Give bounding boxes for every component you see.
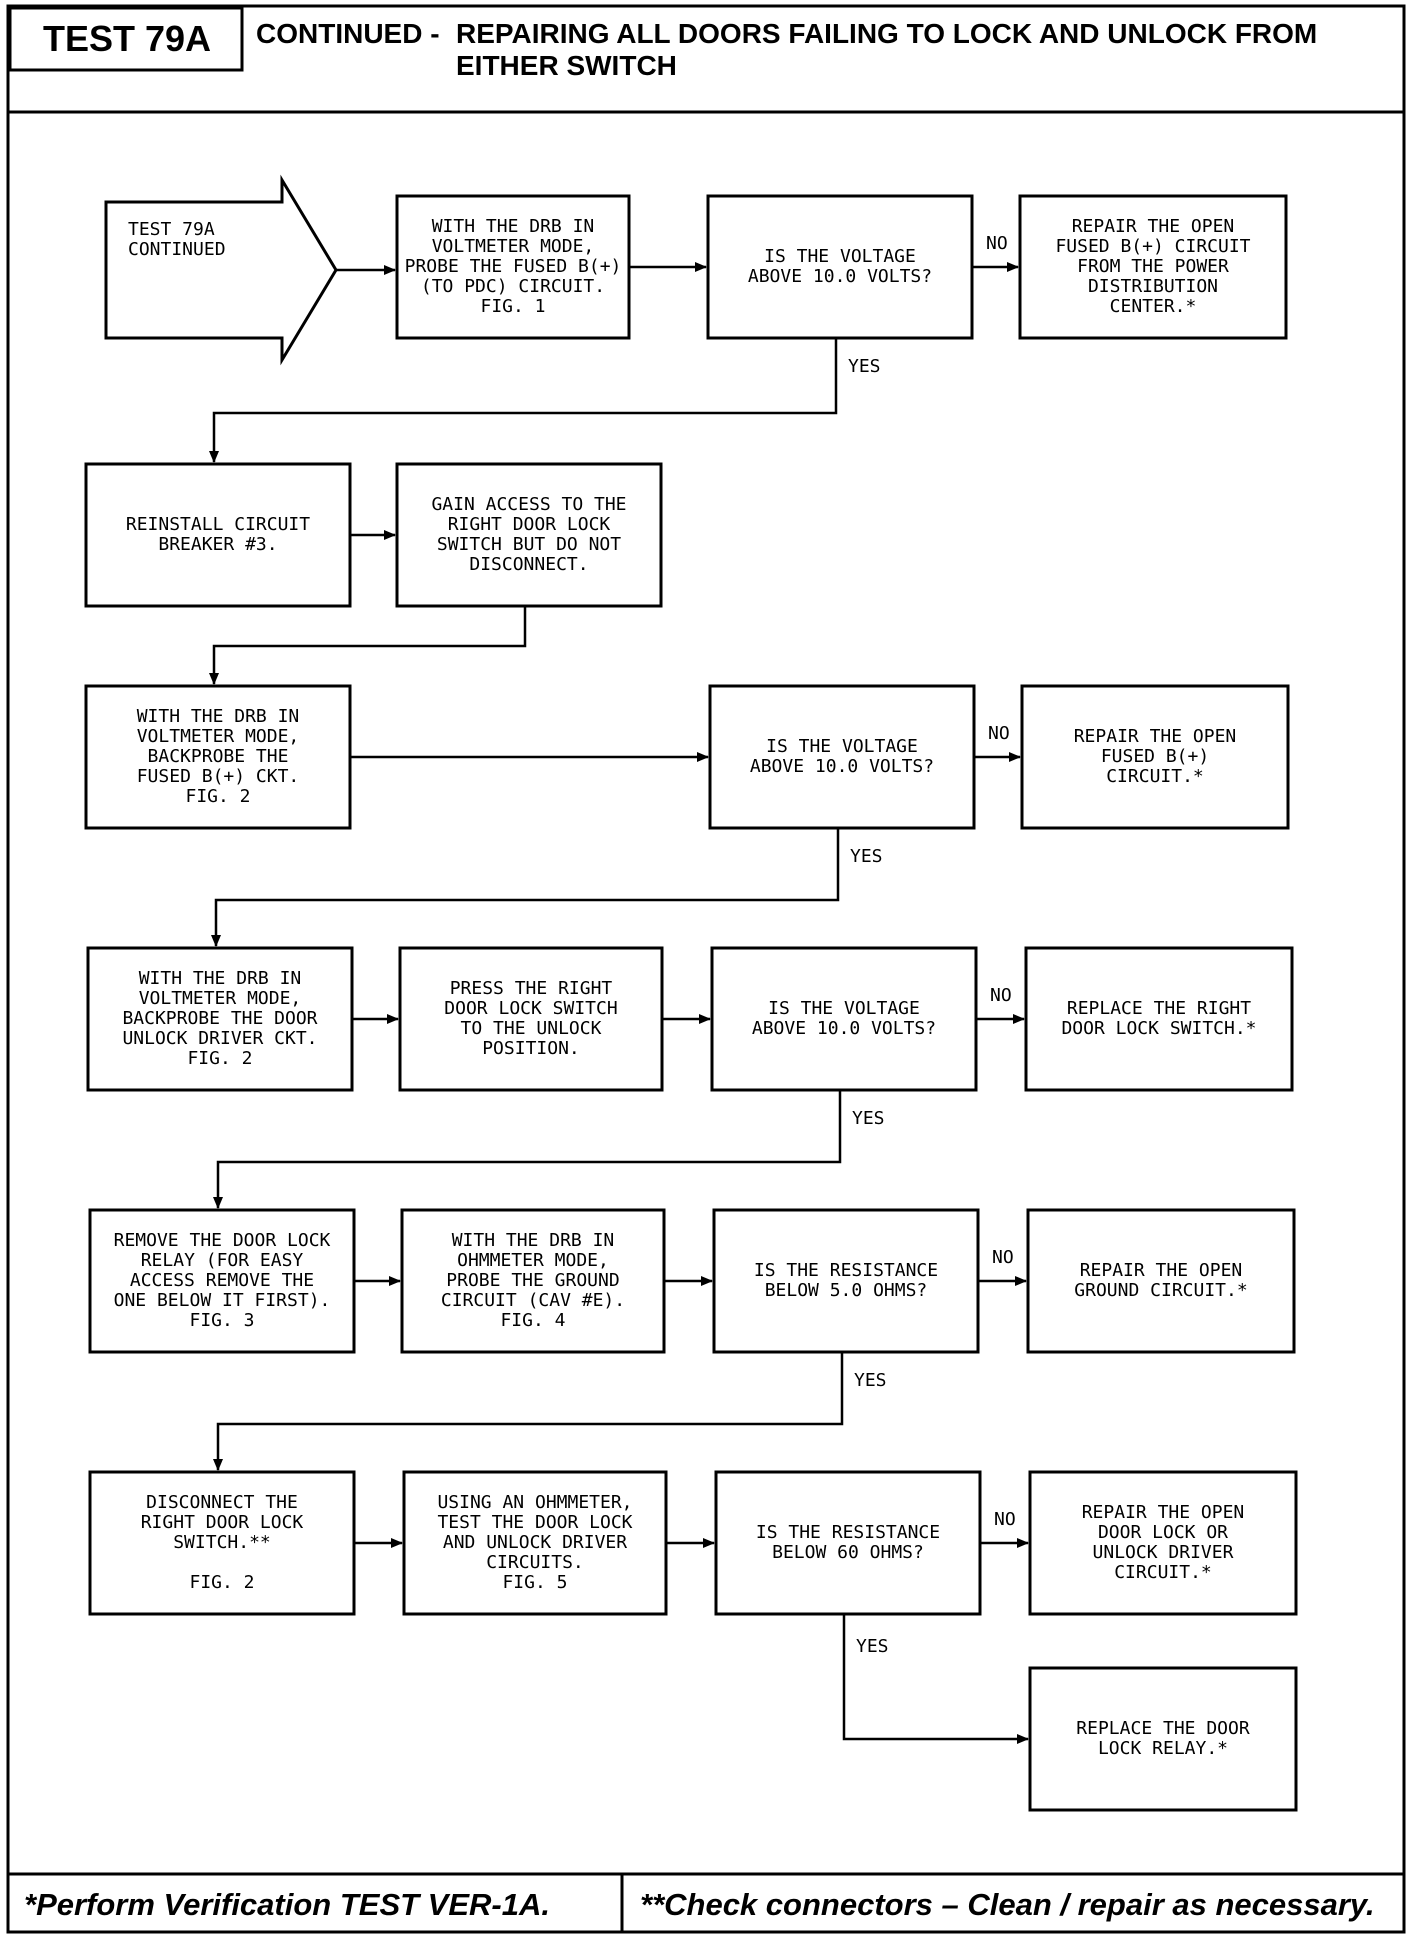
- flow-box-label: REPAIR THE OPEN FUSED B(+) CIRCUIT FROM …: [1055, 216, 1251, 317]
- flow-box-label: IS THE VOLTAGE ABOVE 10.0 VOLTS?: [751, 998, 937, 1039]
- flow-box-label: IS THE VOLTAGE ABOVE 10.0 VOLTS?: [749, 736, 935, 777]
- edge-label-no: NO: [992, 1247, 1014, 1268]
- flow-box-label: REPLACE THE DOOR LOCK RELAY.*: [1076, 1718, 1250, 1759]
- footnote-connectors: **Check connectors – Clean / repair as n…: [640, 1887, 1375, 1922]
- title-text: REPAIRING ALL DOORS FAILING TO LOCK AND …: [456, 18, 1318, 81]
- flow-box-label: USING AN OHMMETER, TEST THE DOOR LOCK AN…: [437, 1492, 633, 1593]
- edge-q-resistance-2-to-replace-relay: [842, 1614, 1029, 1744]
- edge-label-yes: YES: [850, 846, 883, 867]
- edge-label-no: NO: [988, 723, 1010, 744]
- flow-box-label: REPLACE THE RIGHT DOOR LOCK SWITCH.*: [1061, 998, 1257, 1039]
- flow-box-replace-switch: [1024, 946, 1294, 1092]
- flow-box-label: WITH THE DRB IN VOLTMETER MODE, BACKPROB…: [122, 968, 318, 1069]
- edge-q-voltage-3-to-remove-relay: [213, 1090, 842, 1209]
- edge-label-yes: YES: [852, 1108, 885, 1129]
- flow-box-label: REPAIR THE OPEN GROUND CIRCUIT.*: [1074, 1260, 1248, 1301]
- start-label: TEST 79A CONTINUED: [128, 219, 226, 260]
- edge-label-no: NO: [994, 1509, 1016, 1530]
- footnote-verification: *Perform Verification TEST VER-1A.: [24, 1887, 550, 1922]
- edge-q-voltage-2-to-backprobe-unlock: [211, 828, 840, 947]
- flow-box-label: WITH THE DRB IN VOLTMETER MODE, PROBE TH…: [404, 216, 622, 317]
- flow-box-label: REINSTALL CIRCUIT BREAKER #3.: [125, 514, 311, 555]
- flow-box-label: IS THE RESISTANCE BELOW 5.0 OHMS?: [753, 1260, 939, 1301]
- flow-box-label: IS THE VOLTAGE ABOVE 10.0 VOLTS?: [747, 246, 933, 287]
- flow-box-label: REPAIR THE OPEN FUSED B(+) CIRCUIT.*: [1073, 726, 1237, 787]
- title-prefix: CONTINUED -: [256, 18, 440, 49]
- flow-box-gain-access: [395, 462, 663, 608]
- flow-box-replace-relay: [1028, 1666, 1298, 1812]
- flow-box-label: REPAIR THE OPEN DOOR LOCK OR UNLOCK DRIV…: [1081, 1502, 1245, 1583]
- flow-box-label: WITH THE DRB IN OHMMETER MODE, PROBE THE…: [440, 1230, 626, 1331]
- flowchart: [84, 174, 1298, 1812]
- edge-label-yes: YES: [856, 1636, 889, 1657]
- edge-label-no: NO: [986, 233, 1008, 254]
- page-title: CONTINUED - REPAIRING ALL DOORS FAILING …: [256, 18, 1396, 88]
- edge-label-no: NO: [990, 985, 1012, 1006]
- edge-q-voltage-1-to-reinstall-breaker: [209, 338, 838, 463]
- edge-label-yes: YES: [848, 356, 881, 377]
- edge-label-yes: YES: [854, 1370, 887, 1391]
- flow-box-label: IS THE RESISTANCE BELOW 60 OHMS?: [755, 1522, 941, 1563]
- flow-box-repair-driver: [1028, 1470, 1298, 1616]
- flow-box-repair-fused-pdc: [1018, 194, 1288, 340]
- flow-box-label: DISCONNECT THE RIGHT DOOR LOCK SWITCH.**…: [140, 1492, 304, 1593]
- flow-box-label: PRESS THE RIGHT DOOR LOCK SWITCH TO THE …: [444, 978, 618, 1059]
- edge-gain-access-to-backprobe-fused: [209, 606, 527, 685]
- flow-box-label: WITH THE DRB IN VOLTMETER MODE, BACKPROB…: [136, 706, 300, 807]
- test-number: TEST 79A: [42, 18, 212, 59]
- flow-box-repair-fused: [1020, 684, 1290, 830]
- edge-q-resistance-1-to-disconnect-switch: [213, 1352, 844, 1471]
- flow-box-label: REMOVE THE DOOR LOCK RELAY (FOR EASY ACC…: [113, 1230, 331, 1331]
- flow-box-repair-ground: [1026, 1208, 1296, 1354]
- flow-box-label: GAIN ACCESS TO THE RIGHT DOOR LOCK SWITC…: [431, 494, 627, 575]
- start-arrow: [104, 174, 338, 366]
